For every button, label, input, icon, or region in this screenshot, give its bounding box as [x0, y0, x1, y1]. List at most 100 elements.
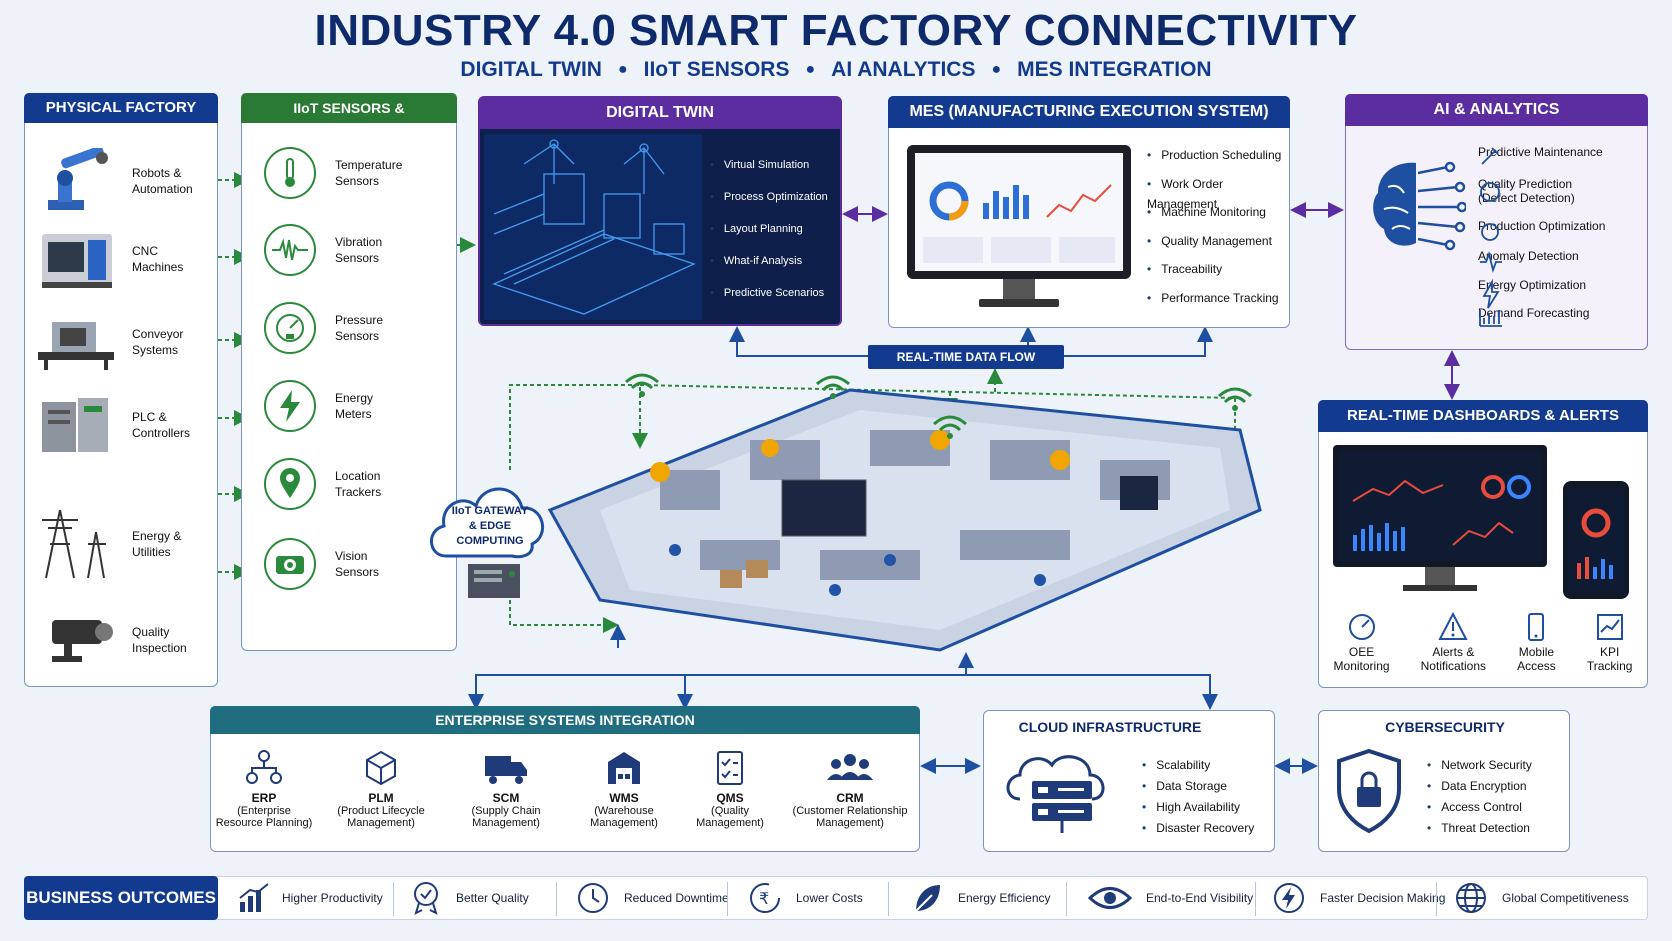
location-pin-icon	[264, 458, 316, 510]
kpi-chart-icon	[1596, 614, 1623, 640]
feature-label: Tracking	[1586, 659, 1633, 673]
physical-item-plc: PLC &Controllers	[38, 392, 190, 458]
dt-item: Predictive Scenarios	[710, 283, 828, 315]
dashboards-panel: REAL-TIME DASHBOARDS & ALERTS	[1318, 400, 1648, 688]
mes-item-label: Production Scheduling	[1161, 148, 1282, 162]
wrench-icon	[1481, 147, 1499, 165]
ai-item-label: Energy Optimization	[1478, 278, 1587, 292]
feature-label: KPI	[1599, 645, 1620, 659]
enterprise-item-name: PLM	[368, 791, 394, 805]
security-list: Network Security Data Encryption Access …	[1427, 755, 1532, 839]
ai-item-icons	[1479, 147, 1502, 327]
iiot-item-label: Sensors	[335, 565, 380, 579]
dt-item-label: Virtual Simulation	[723, 159, 810, 171]
target-icon	[1481, 223, 1499, 241]
dt-item: Layout Planning	[710, 219, 828, 251]
iiot-item-label: Temperature	[335, 158, 403, 172]
enterprise-item-desc: (Supply Chain	[471, 805, 541, 817]
enterprise-item-name: SCM	[492, 791, 520, 805]
outcome-label: End-to-End Visibility	[1146, 891, 1254, 905]
gauge-icon	[1348, 614, 1375, 640]
mobile-phone-icon	[1528, 613, 1545, 641]
realtime-data-flow-label: REAL-TIME DATA FLOW	[868, 345, 1064, 369]
cloud-item-label: High Availability	[1156, 800, 1241, 814]
eye-icon	[1088, 887, 1132, 909]
page-title: INDUSTRY 4.0 SMART FACTORY CONNECTIVITY	[314, 6, 1358, 55]
ai-item: Demand Forecasting	[1478, 306, 1605, 334]
subtitle-mes: MES INTEGRATION	[1017, 58, 1212, 81]
ai-item-label: Quality Prediction	[1478, 177, 1573, 191]
physical-item-label: Conveyor	[132, 327, 184, 341]
network-hierarchy-icon	[246, 750, 282, 784]
dt-item-label: What-if Analysis	[723, 255, 803, 267]
cybersecurity-panel: CYBERSECURITY Network Security Data Encr…	[1318, 710, 1570, 852]
users-group-icon	[827, 754, 873, 780]
security-item-label: Access Control	[1441, 800, 1522, 814]
outcomes-bar	[24, 876, 1648, 920]
edge-server-icon	[468, 564, 520, 598]
cube-icon	[366, 750, 396, 786]
cloud-item: High Availability	[1142, 797, 1254, 818]
gateway-label-line: COMPUTING	[456, 535, 524, 547]
cloud-list: Scalability Data Storage High Availabili…	[1142, 755, 1254, 839]
wifi-icon	[1218, 387, 1252, 411]
enterprise-item-desc: (Customer Relationship	[792, 805, 908, 817]
ai-item: Quality Prediction(Defect Detection)	[1478, 177, 1605, 219]
security-item-label: Data Encryption	[1441, 779, 1527, 793]
physical-item-label: Inspection	[132, 641, 187, 655]
divider	[1436, 882, 1437, 916]
iiot-item-label: Sensors	[335, 329, 380, 343]
feature-alerts: Alerts &Notifications	[1421, 611, 1486, 673]
outcome-label: Lower Costs	[796, 891, 863, 905]
cloud-item: Scalability	[1142, 755, 1254, 776]
cybersecurity-title: CYBERSECURITY	[1385, 719, 1505, 735]
cloud-item-label: Scalability	[1156, 758, 1211, 772]
outcomes-title: BUSINESS OUTCOMES	[24, 876, 218, 920]
clock-icon	[578, 883, 608, 913]
mes-item-label: Traceability	[1161, 262, 1223, 276]
warehouse-icon	[608, 752, 640, 784]
cloud-panel: CLOUD INFRASTRUCTURE Scalability Data St…	[983, 710, 1275, 852]
security-item: Data Encryption	[1427, 776, 1532, 797]
ai-item-label: Anomaly Detection	[1478, 249, 1579, 263]
ai-item-label: Production Optimization	[1478, 219, 1606, 233]
gateway-label: IIoT GATEWAY & EDGE COMPUTING	[442, 504, 538, 549]
feature-label: Mobile	[1518, 645, 1555, 659]
dt-item: Virtual Simulation	[710, 155, 828, 187]
subtitle-ai: AI ANALYTICS	[831, 58, 976, 81]
enterprise-item-desc: Management)	[347, 817, 415, 829]
wifi-icon	[816, 375, 850, 399]
ai-title: AI & ANALYTICS	[1345, 94, 1648, 126]
mes-item: Performance Tracking	[1147, 288, 1289, 317]
enterprise-item-name: CRM	[836, 791, 864, 805]
ai-item-label: Demand Forecasting	[1478, 306, 1590, 320]
robot-arm-icon	[48, 148, 108, 210]
ai-item: Production Optimization	[1478, 219, 1605, 249]
svg-text:₹: ₹	[759, 889, 769, 908]
mes-item-label: Performance Tracking	[1161, 290, 1279, 305]
dt-item-label: Layout Planning	[723, 223, 803, 235]
award-badge-icon	[414, 882, 438, 915]
checklist-icon	[717, 751, 743, 785]
physical-factory-panel: PHYSICAL FACTORY	[24, 93, 218, 687]
security-item: Network Security	[1427, 755, 1532, 776]
mes-item: Machine Monitoring	[1147, 202, 1289, 231]
physical-item-label: Machines	[132, 260, 184, 274]
lightning-icon	[264, 380, 316, 432]
security-item: Threat Detection	[1427, 818, 1532, 839]
outcome-global: Global Competitiveness	[1454, 878, 1629, 918]
feature-label: Alerts &	[1432, 645, 1475, 659]
iiot-item-label: Vibration	[335, 235, 383, 249]
ai-panel: AI & ANALYTICS	[1345, 94, 1648, 350]
outcome-downtime: Reduced Downtime	[576, 878, 729, 918]
growth-chart-icon	[239, 883, 269, 912]
